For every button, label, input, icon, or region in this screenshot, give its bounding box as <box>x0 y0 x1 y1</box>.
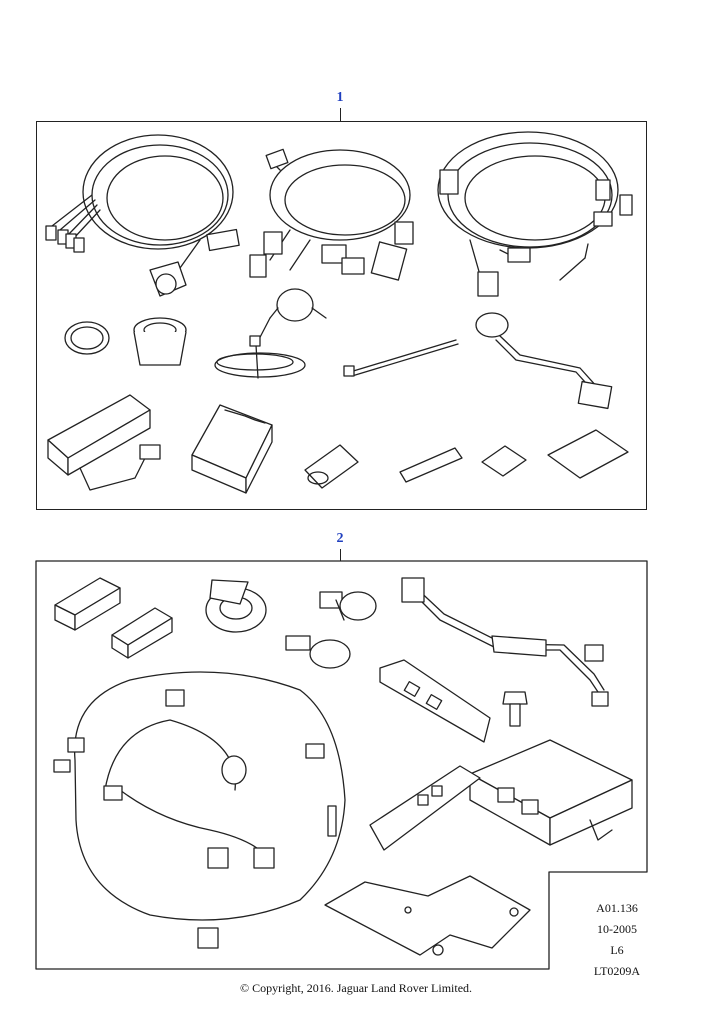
wiring-harness-rear <box>437 131 633 297</box>
control-module-kit1 <box>47 394 161 491</box>
callout-1-leader <box>340 108 341 121</box>
callout-2-leader <box>340 549 341 561</box>
wiring-harness-front <box>45 134 240 297</box>
sounder-with-lead <box>214 288 327 379</box>
connector-plug <box>304 444 359 489</box>
bumper-sensor-bezel <box>205 579 267 633</box>
reference-code: A01.136 <box>596 901 638 915</box>
control-unit-kit1 <box>191 404 273 494</box>
switch-panel-upper <box>379 659 491 743</box>
reference-date: 10-2005 <box>597 922 637 936</box>
bolt <box>502 691 528 727</box>
reference-level: L6 <box>610 943 624 957</box>
sensor-ring <box>64 321 110 355</box>
mounting-bracket <box>324 875 531 956</box>
switch-panel-lower <box>369 765 481 851</box>
copyright-notice: © Copyright, 2016. Jaguar Land Rover Lim… <box>239 981 473 995</box>
cable-tie <box>343 339 459 377</box>
illustration-id: LT0209A <box>593 964 641 978</box>
wiring-harness-middle <box>249 148 414 281</box>
switch-assemblies <box>54 577 173 659</box>
control-module-kit2 <box>469 739 633 846</box>
adhesive-pad-small <box>481 445 527 477</box>
harness-short <box>401 577 609 707</box>
kit-panel-2 <box>35 560 648 970</box>
callout-2-label[interactable]: 2 <box>336 531 344 546</box>
adhesive-pad-strip <box>399 447 463 483</box>
sensor-housing <box>133 317 187 366</box>
sensor-with-lead <box>475 312 613 410</box>
bumper-harness <box>53 671 346 949</box>
kit-panel-1 <box>36 121 647 510</box>
parking-sensors <box>285 591 377 669</box>
adhesive-pad-large <box>547 429 629 479</box>
callout-1-label[interactable]: 1 <box>336 90 344 105</box>
